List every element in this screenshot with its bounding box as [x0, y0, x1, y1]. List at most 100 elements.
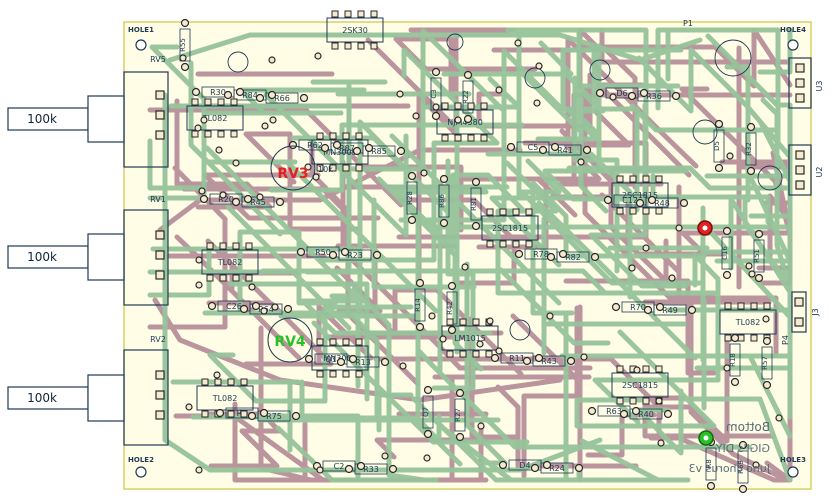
- trace: [679, 396, 793, 483]
- connector-pad: [795, 78, 805, 88]
- via: [476, 340, 484, 348]
- trace: [516, 27, 582, 156]
- svg-text:R82: R82: [565, 253, 581, 262]
- svg-text:2SC1815: 2SC1815: [622, 191, 658, 200]
- trace: [574, 329, 717, 429]
- svg-text:HOLE2: HOLE2: [128, 456, 154, 464]
- pot-pad: [155, 410, 165, 420]
- component-footprint: Q7: [422, 395, 434, 429]
- test-point-red-inner: [702, 225, 708, 231]
- svg-text:LM1015: LM1015: [454, 334, 486, 343]
- trace: [157, 147, 523, 233]
- via: [185, 403, 193, 411]
- pot-pad: [155, 90, 165, 100]
- svg-text:R8: R8: [705, 459, 713, 468]
- connector-pad: [795, 63, 805, 73]
- svg-text:R40: R40: [638, 410, 654, 419]
- svg-text:R84: R84: [242, 91, 258, 100]
- svg-text:R18: R18: [729, 353, 737, 367]
- svg-text:R50: R50: [315, 248, 331, 257]
- via: [256, 193, 264, 201]
- svg-text:R41: R41: [557, 146, 573, 155]
- via: [609, 93, 617, 101]
- via: [194, 124, 202, 132]
- capacitor-outline: [589, 59, 611, 81]
- via: [642, 244, 650, 252]
- svg-text:C3: C3: [430, 89, 438, 98]
- component-footprint: R27: [454, 398, 466, 432]
- capacitor-outline: [524, 67, 546, 89]
- ic-footprint: TL082: [719, 309, 777, 335]
- svg-text:HOLE3: HOLE3: [780, 456, 806, 464]
- ic-footprint: TL082: [201, 249, 259, 275]
- svg-text:MN3009: MN3009: [323, 148, 356, 157]
- svg-text:D6: D6: [616, 89, 627, 98]
- svg-text:J3: J3: [811, 308, 820, 316]
- component-footprint: R11: [500, 352, 534, 364]
- svg-text:R30: R30: [210, 88, 226, 97]
- via: [200, 116, 208, 124]
- trace: [147, 243, 212, 298]
- via: [396, 90, 404, 98]
- trace: [441, 40, 574, 77]
- connector-pad: [795, 165, 805, 175]
- svg-text:C26: C26: [226, 302, 242, 311]
- ic-footprint: 2SC1815: [611, 372, 669, 398]
- component-footprint: R78: [524, 248, 558, 260]
- pot-rv5-value: 100k: [27, 112, 57, 126]
- trace: [190, 379, 305, 420]
- svg-text:C12: C12: [622, 196, 638, 205]
- svg-text:R32: R32: [745, 142, 753, 156]
- via: [260, 307, 268, 315]
- via: [655, 397, 663, 405]
- via: [271, 303, 279, 311]
- trace: [365, 27, 517, 131]
- svg-text:R63: R63: [606, 407, 622, 416]
- trace: [592, 252, 721, 425]
- trimmer-rv3: RV3 10k: [270, 145, 333, 191]
- via: [514, 39, 522, 47]
- via: [495, 86, 503, 94]
- ic-footprint: TL082: [186, 105, 244, 131]
- via: [752, 461, 760, 469]
- svg-text:R11: R11: [509, 354, 525, 363]
- trace: [341, 286, 427, 483]
- svg-text:2SK30: 2SK30: [342, 26, 368, 35]
- component-footprint: R81: [470, 187, 482, 221]
- pot-rv1: 100k RV1: [7, 195, 169, 306]
- trace: [162, 92, 603, 473]
- trace: [431, 158, 476, 391]
- via: [219, 191, 227, 199]
- svg-text:R28: R28: [406, 191, 414, 205]
- trimmer-rv4-ref: RV4: [274, 334, 306, 350]
- trace: [489, 195, 586, 268]
- svg-text:R70: R70: [630, 303, 646, 312]
- svg-text:C16: C16: [721, 246, 729, 260]
- via: [179, 54, 187, 62]
- connector-p4-label: P4: [781, 335, 790, 345]
- trace: [464, 261, 508, 466]
- connector-pad: [795, 150, 805, 160]
- svg-text:R27: R27: [454, 408, 462, 422]
- trace: [227, 281, 370, 402]
- via: [657, 439, 665, 447]
- svg-text:TL082: TL082: [202, 114, 228, 123]
- component-footprint: R28: [406, 181, 418, 215]
- via: [762, 315, 770, 323]
- trace: [376, 176, 484, 372]
- ic-footprint: NJM4580: [436, 109, 494, 135]
- trace: [704, 33, 793, 179]
- via: [314, 52, 322, 60]
- trace: [304, 197, 477, 290]
- trace: [188, 60, 283, 237]
- trace: [318, 47, 500, 263]
- via: [195, 281, 203, 289]
- top-copper-layer: [147, 27, 793, 483]
- component-footprint: R63: [597, 405, 631, 417]
- trace: [655, 27, 781, 149]
- trimmer-rv3-ref: RV3: [277, 166, 308, 182]
- pot-pad: [155, 390, 165, 400]
- svg-text:R81: R81: [470, 197, 478, 211]
- component-footprint: R86: [438, 184, 450, 218]
- hole-3: HOLE3: [780, 456, 806, 478]
